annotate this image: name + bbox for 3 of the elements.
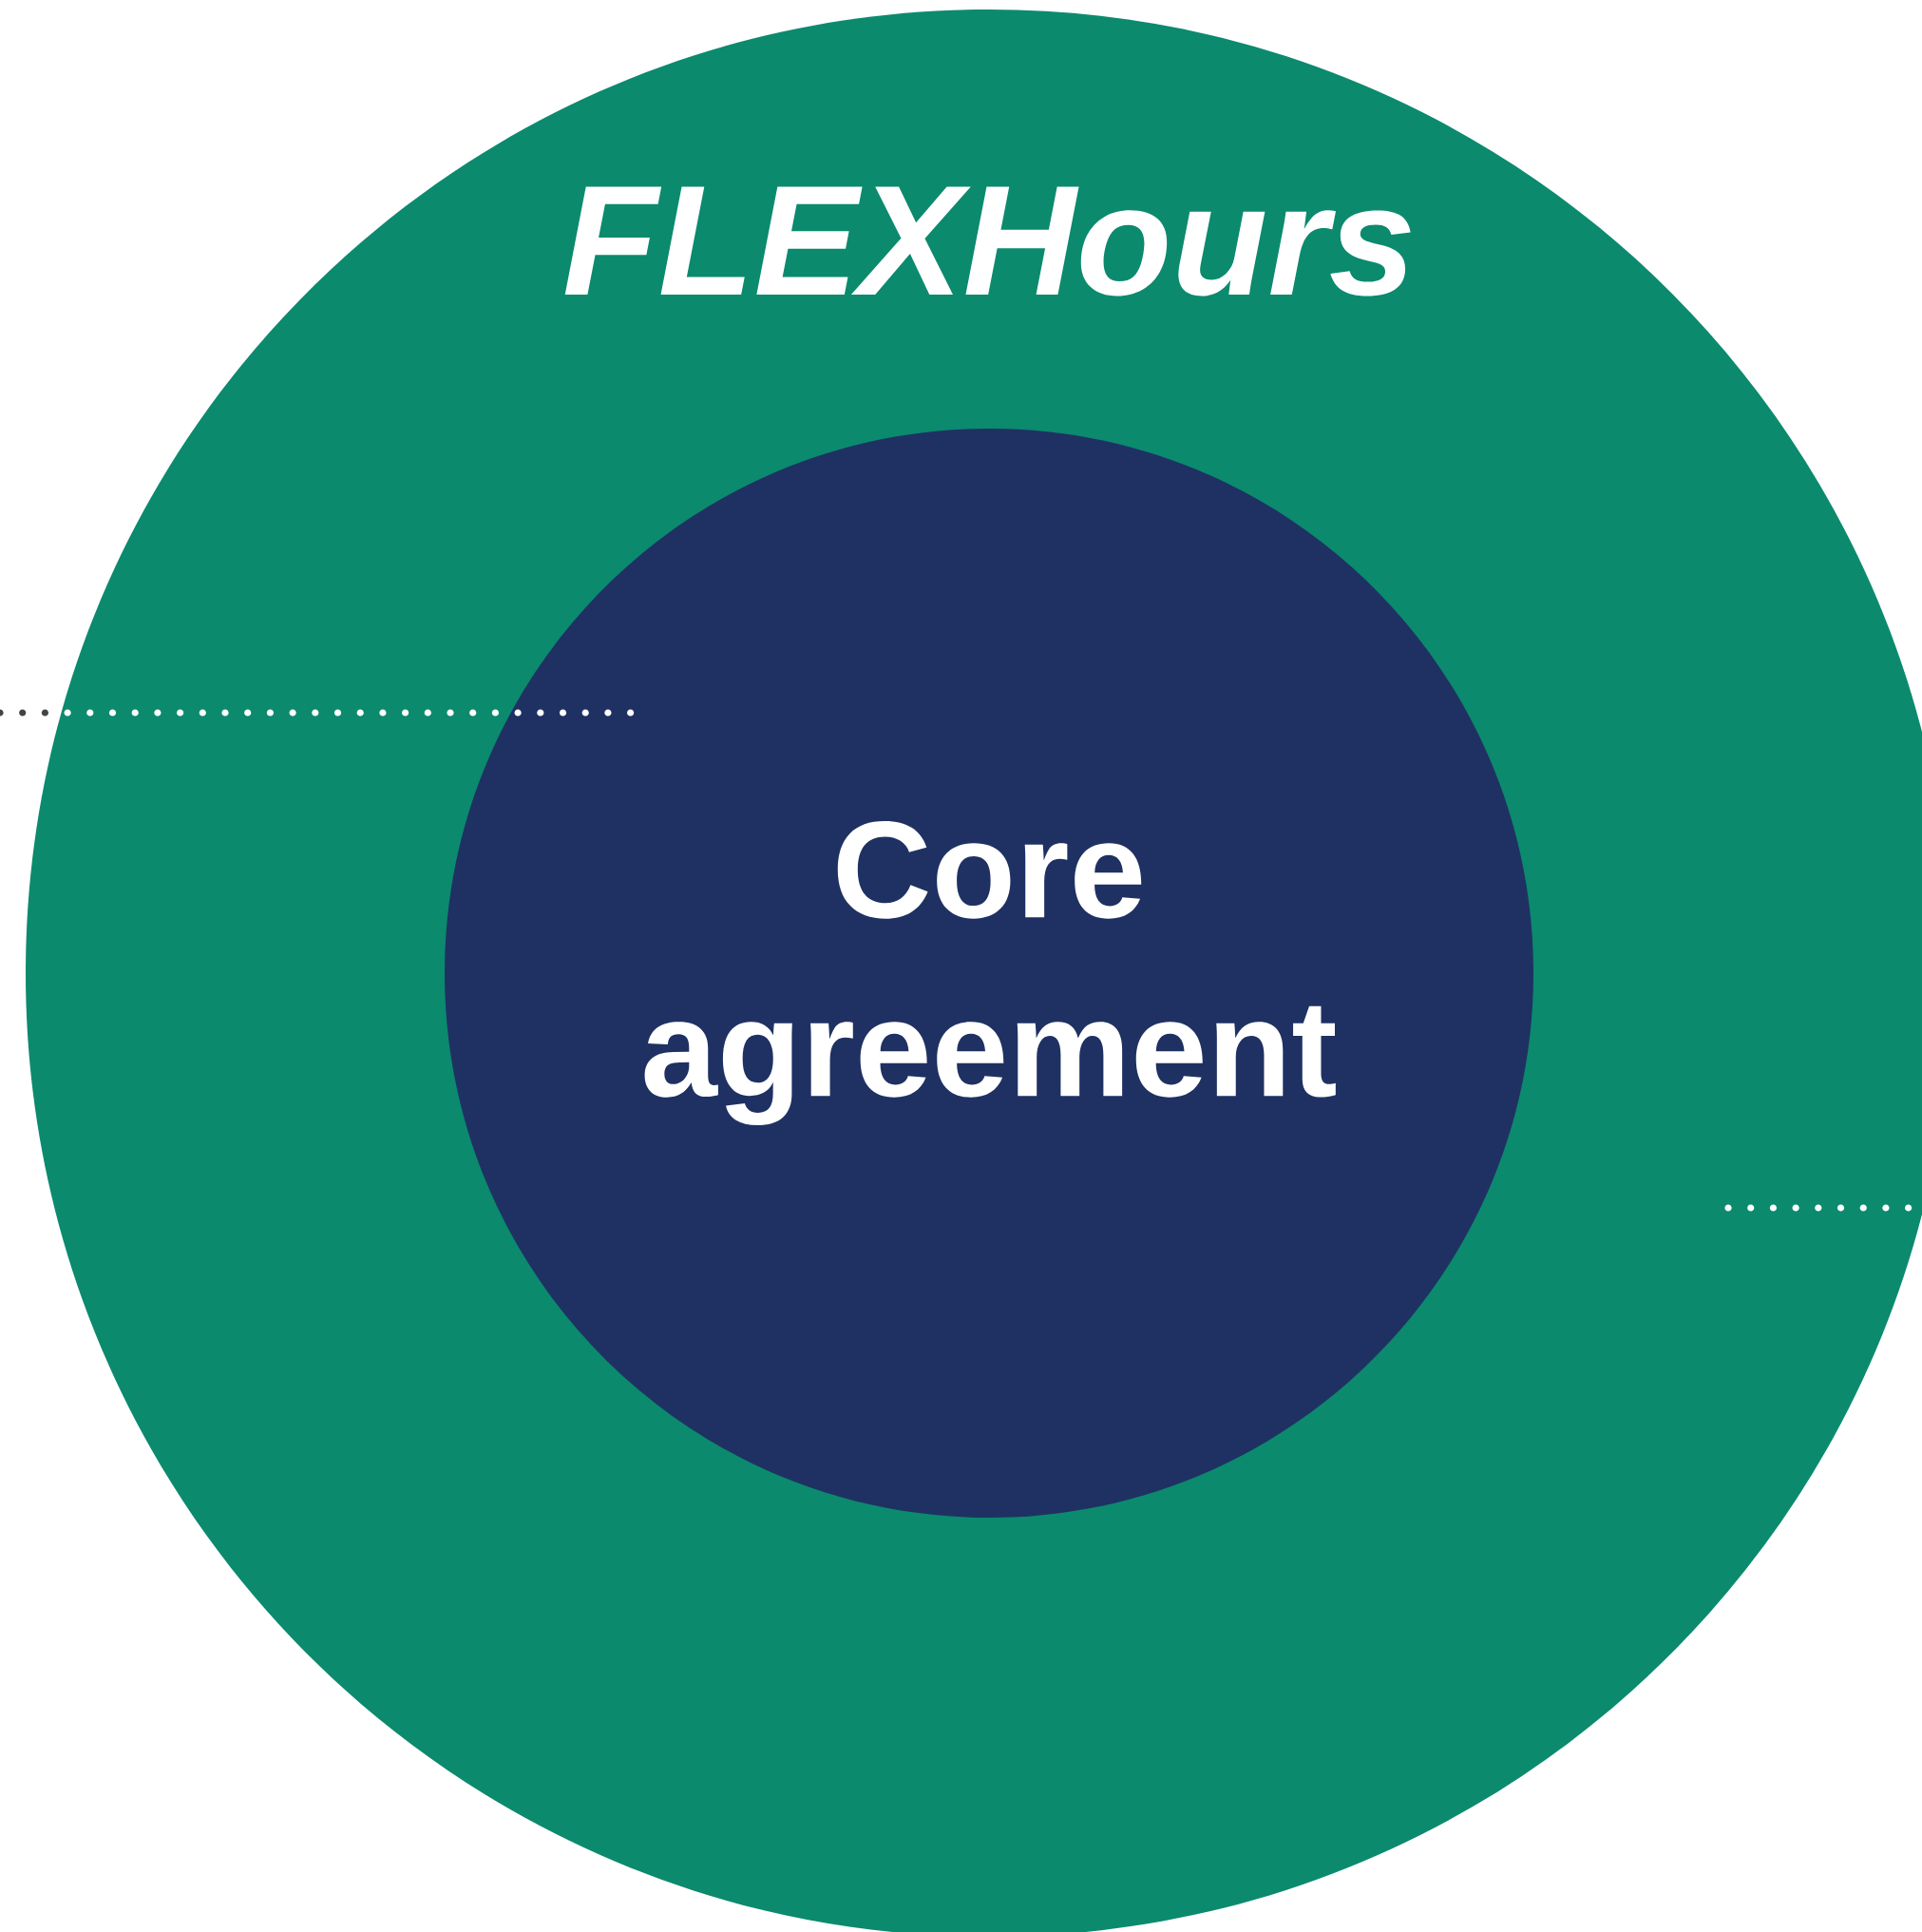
circle — [445, 429, 1533, 1518]
ring-label: FLEXHours — [564, 186, 1411, 296]
circle-label: Core agreement — [644, 821, 1336, 1125]
